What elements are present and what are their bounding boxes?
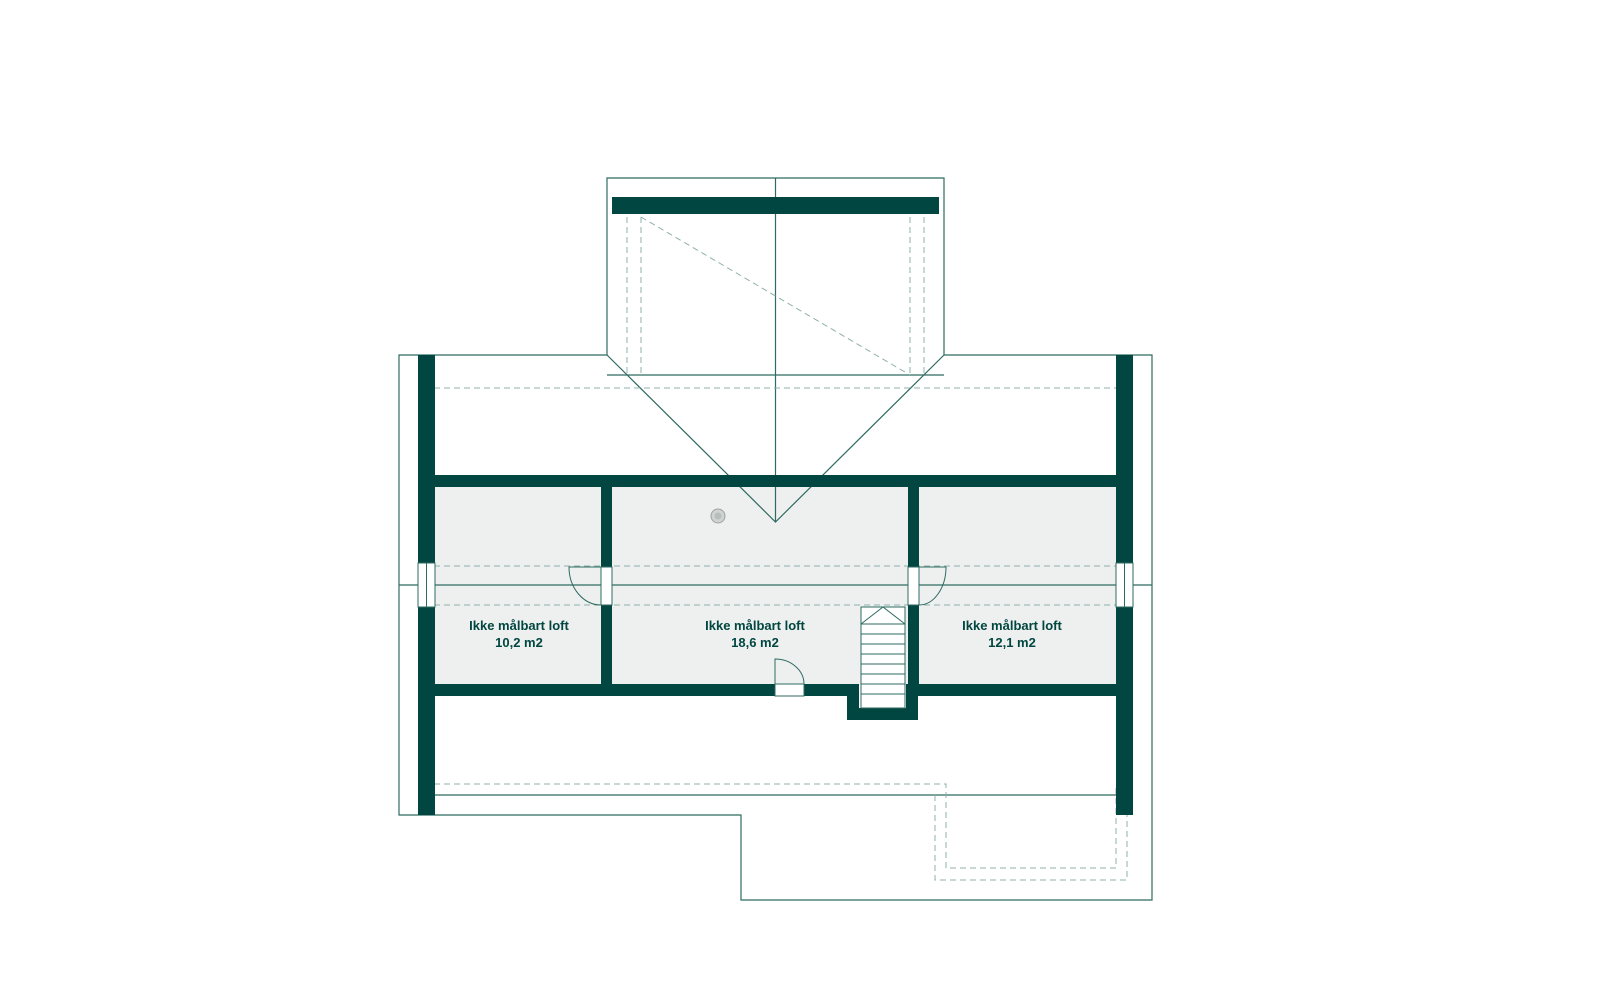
room-left-floor [434, 487, 601, 685]
room-labels: Ikke målbart loft 10,2 m2 Ikke målbart l… [469, 618, 1062, 650]
walls [418, 197, 1133, 815]
room-center-floor [612, 487, 909, 685]
door-right-swing [918, 566, 947, 606]
stair-body [860, 606, 906, 709]
roof-outline [398, 177, 1153, 901]
wall-div-right-lower [908, 605, 919, 685]
door-swing-icon [568, 566, 947, 697]
wall-div-left-lower [601, 605, 612, 685]
room-center-label: Ikke målbart loft [705, 618, 805, 633]
wall-right-lower [1116, 607, 1133, 815]
wall-div-left-upper [601, 487, 612, 567]
door-bottom [774, 683, 805, 697]
stair-arrow [860, 606, 906, 625]
window-icon [417, 562, 1134, 608]
wall-right-upper [1116, 355, 1133, 563]
wall-bottom-mid [804, 684, 848, 696]
roof-vent-icon [710, 508, 726, 524]
wall-left-lower [418, 607, 435, 815]
door-left-swing [568, 566, 602, 606]
wall-bottom-right [917, 684, 1116, 696]
stair-niche-bottom [847, 708, 918, 720]
building-outline [398, 177, 1153, 901]
room-fills [434, 487, 1116, 685]
room-right-label: Ikke målbart loft [962, 618, 1062, 633]
staircase-icon [860, 606, 906, 709]
dash-lower-outline [434, 783, 1117, 869]
wall-left-upper [418, 355, 435, 563]
room-left-label: Ikke målbart loft [469, 618, 569, 633]
door-bottom-swing [774, 658, 805, 685]
dash-lower-inner [934, 795, 1128, 881]
door-right [907, 566, 920, 606]
door-left [600, 566, 613, 606]
dash-stair-arrow [640, 216, 911, 376]
room-center-area: 18,6 m2 [731, 635, 779, 650]
dashed-lines [424, 197, 1128, 881]
room-left-area: 10,2 m2 [495, 635, 543, 650]
dormer-valley [606, 354, 945, 523]
room-right-floor [918, 487, 1116, 685]
wall-div-right-upper [908, 487, 919, 567]
wall-top [434, 475, 1116, 487]
wall-bottom-left [434, 684, 775, 696]
room-right-area: 12,1 m2 [988, 635, 1036, 650]
dormer-wall [612, 197, 939, 214]
